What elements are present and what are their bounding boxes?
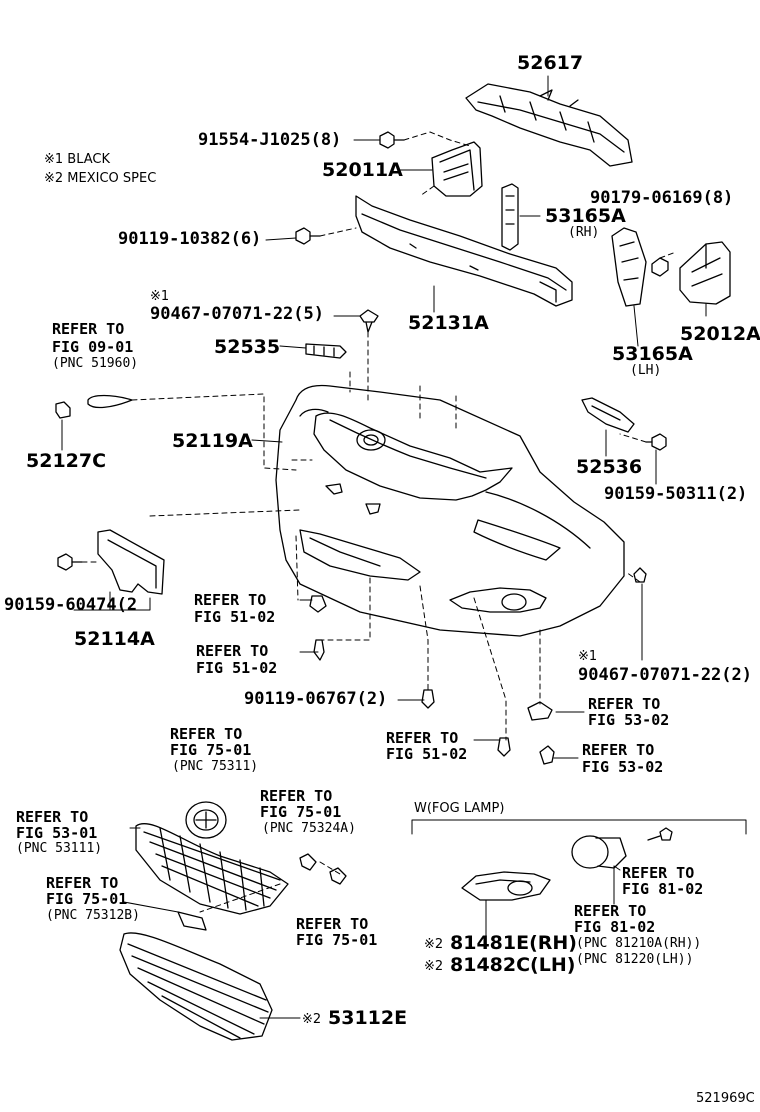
- part-53165A-lh: 53165A: [612, 343, 693, 365]
- retainer-52536-part: [581, 397, 635, 433]
- bracket-53165A-lh-part: [611, 227, 647, 307]
- note-mexico-spec: ※2 MEXICO SPEC: [44, 171, 157, 186]
- fog-lamp-bracket-line: [411, 819, 747, 835]
- note-black: ※1 BLACK: [44, 152, 111, 167]
- refer-5102c-line2: FIG 51-02: [386, 745, 468, 763]
- screw-90159-60474-part: [57, 553, 83, 571]
- bumper-cover-52119A-part: [275, 384, 625, 637]
- refer-5102a-line2: FIG 51-02: [194, 608, 276, 626]
- fog-lamp-part: [571, 835, 627, 869]
- part-52127C: 52127C: [26, 450, 107, 472]
- tow-eye-part: [55, 394, 133, 419]
- refer-8102a-line2: FIG 81-02: [622, 880, 704, 898]
- refer-0901-line2: FIG 09-01: [52, 338, 134, 356]
- mark-note2-b: ※2: [424, 959, 444, 974]
- refer-5102c-line1: REFER TO: [386, 729, 459, 747]
- part-52114A: 52114A: [74, 628, 155, 650]
- part-91554-J1025: 91554-J1025(8): [198, 130, 342, 150]
- part-90119-06767: 90119-06767(2): [244, 689, 388, 709]
- mark-note2-a: ※2: [424, 937, 444, 952]
- grille-53112E-part: [119, 932, 273, 1041]
- mark-note1-top: ※1: [150, 289, 170, 304]
- refer-8102b-line1: REFER TO: [574, 902, 647, 920]
- part-53165A-rh: 53165A: [545, 205, 626, 227]
- reinforcement-52131A-part: [355, 195, 573, 307]
- refer-5102b-line2: FIG 51-02: [196, 659, 278, 677]
- refer-0901-line1: REFER TO: [52, 320, 125, 338]
- refer-8102b-line2: FIG 81-02: [574, 918, 656, 936]
- part-52617: 52617: [517, 52, 584, 74]
- part-90179-06169: 90179-06169(8): [590, 188, 734, 208]
- refer-5102b-line1: REFER TO: [196, 642, 269, 660]
- retainer-52535-part: [305, 343, 347, 359]
- part-52012A: 52012A: [680, 323, 760, 345]
- fog-lamp-section-title: W(FOG LAMP): [414, 801, 505, 816]
- part-90159-60474: 90159-60474(2: [4, 595, 138, 615]
- refer-8102a-line1: REFER TO: [622, 864, 695, 882]
- diagram-code: 521969C: [696, 1091, 755, 1106]
- refer-5301-line1: REFER TO: [16, 808, 89, 826]
- refer-5102a-line1: REFER TO: [194, 591, 267, 609]
- plate-52114A-part: [97, 529, 165, 595]
- bracket-53165A-rh-part: [501, 183, 519, 251]
- leader-lines: [61, 75, 707, 1019]
- emblem-75312B-part: [177, 911, 207, 931]
- label-rh: (RH): [568, 225, 600, 240]
- refer-5301-line3: (PNC 53111): [16, 841, 103, 856]
- part-52536: 52536: [576, 456, 643, 478]
- refer-8102b-line4: (PNC 81220(LH)): [576, 952, 694, 967]
- refer-0901-line3: (PNC 51960): [52, 356, 139, 371]
- refer-7501a-line3: (PNC 75311): [172, 759, 259, 774]
- mark-note2-c: ※2: [302, 1012, 322, 1027]
- screw-fog-part: [647, 827, 673, 841]
- part-90159-50311: 90159-50311(2): [604, 484, 748, 504]
- clip-90467-top-part: [359, 309, 379, 333]
- refer-7501a-line2: FIG 75-01: [170, 741, 252, 759]
- refer-7501c-line3: (PNC 75312B): [46, 908, 140, 923]
- bolt-90119-10382-part: [295, 227, 321, 245]
- part-53112E: 53112E: [328, 1007, 408, 1029]
- emblem-75311-part: [185, 801, 227, 839]
- refer-5302b-line1: REFER TO: [582, 741, 655, 759]
- refer-5302a-line1: REFER TO: [588, 695, 661, 713]
- bracket-52011A-part: [431, 141, 483, 197]
- part-81482C: 81482C(LH): [450, 954, 576, 976]
- clip-75324A-part: [299, 853, 347, 885]
- refer-7501c-line1: REFER TO: [46, 874, 119, 892]
- refer-8102b-line3: (PNC 81210A(RH)): [576, 936, 702, 951]
- refer-7501b-line2: FIG 75-01: [260, 803, 342, 821]
- refer-7501b-line3: (PNC 75324A): [262, 821, 356, 836]
- refer-7501d-line1: REFER TO: [296, 915, 369, 933]
- bezel-81481E-part: [461, 871, 551, 901]
- part-52011A: 52011A: [322, 159, 403, 181]
- refer-5302b-line2: FIG 53-02: [582, 758, 664, 776]
- label-lh: (LH): [630, 363, 662, 378]
- bracket-52617-part: [465, 83, 633, 167]
- part-52119A: 52119A: [172, 430, 253, 452]
- screw-90159-50311-part: [645, 433, 667, 451]
- bracket-52012A-part: [679, 241, 731, 305]
- part-90467-07071-22-bottom: 90467-07071-22(2): [578, 665, 752, 685]
- refer-5302a-line2: FIG 53-02: [588, 711, 670, 729]
- bolt-91554-part: [379, 131, 405, 149]
- dashed-leaders: [81, 131, 677, 913]
- part-90119-10382: 90119-10382(6): [118, 229, 262, 249]
- part-52535: 52535: [214, 336, 281, 358]
- refer-7501d-line2: FIG 75-01: [296, 931, 378, 949]
- part-90467-07071-22-top: 90467-07071-22(5): [150, 304, 324, 324]
- nut-90179-part: [651, 257, 669, 277]
- refer-5301-line2: FIG 53-01: [16, 824, 98, 842]
- mark-note1-bottom: ※1: [578, 649, 598, 664]
- refer-7501b-line1: REFER TO: [260, 787, 333, 805]
- refer-7501a-line1: REFER TO: [170, 725, 243, 743]
- grille-53111-part: [135, 823, 289, 915]
- refer-7501c-line2: FIG 75-01: [46, 890, 128, 908]
- part-81481E: 81481E(RH): [450, 932, 577, 954]
- part-52131A: 52131A: [408, 312, 489, 334]
